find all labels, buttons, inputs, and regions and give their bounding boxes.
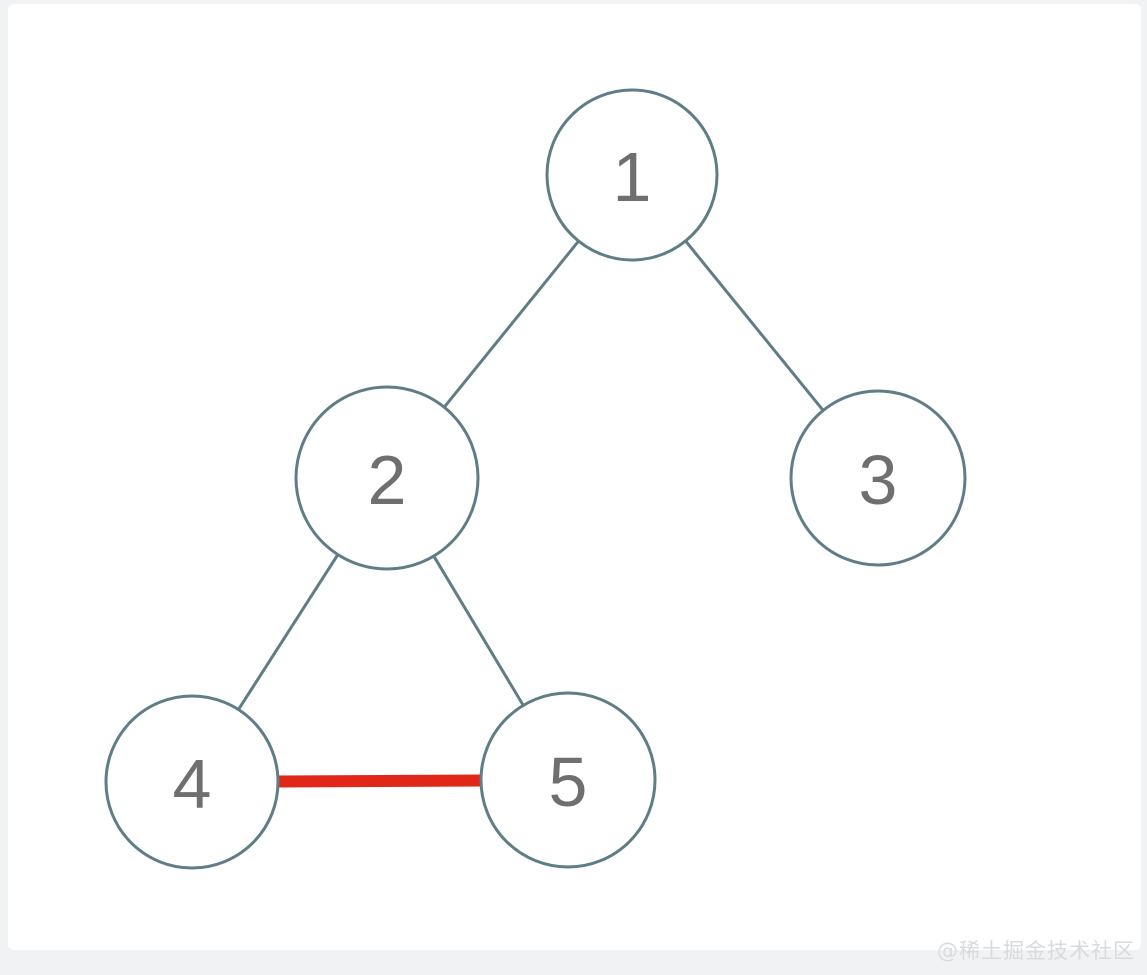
tree-node-5[interactable]: 5 (479, 691, 657, 869)
edge-1-2 (443, 240, 580, 409)
tree-node-2[interactable]: 2 (294, 385, 480, 571)
watermark-text: @稀土掘金技术社区 (937, 939, 1135, 963)
node-circle-5 (479, 691, 657, 869)
node-label-1: 1 (613, 138, 652, 216)
edge-4-5-highlighted (277, 774, 482, 788)
node-circle-1 (545, 88, 719, 262)
node-circle-4 (104, 694, 280, 870)
tree-node-3[interactable]: 3 (789, 389, 967, 567)
edge-2-5 (432, 555, 525, 707)
edge-1-3 (684, 240, 825, 412)
node-circle-3 (789, 389, 967, 567)
node-label-2: 2 (368, 441, 407, 519)
node-label-5: 5 (549, 743, 588, 821)
node-label-4: 4 (173, 745, 212, 823)
node-layer: 1 2 3 4 5 (104, 88, 967, 870)
node-label-3: 3 (859, 441, 898, 519)
edge-2-4 (237, 553, 340, 711)
edge-layer (237, 240, 825, 788)
tree-node-1[interactable]: 1 (545, 88, 719, 262)
node-circle-2 (294, 385, 480, 571)
tree-node-4[interactable]: 4 (104, 694, 280, 870)
